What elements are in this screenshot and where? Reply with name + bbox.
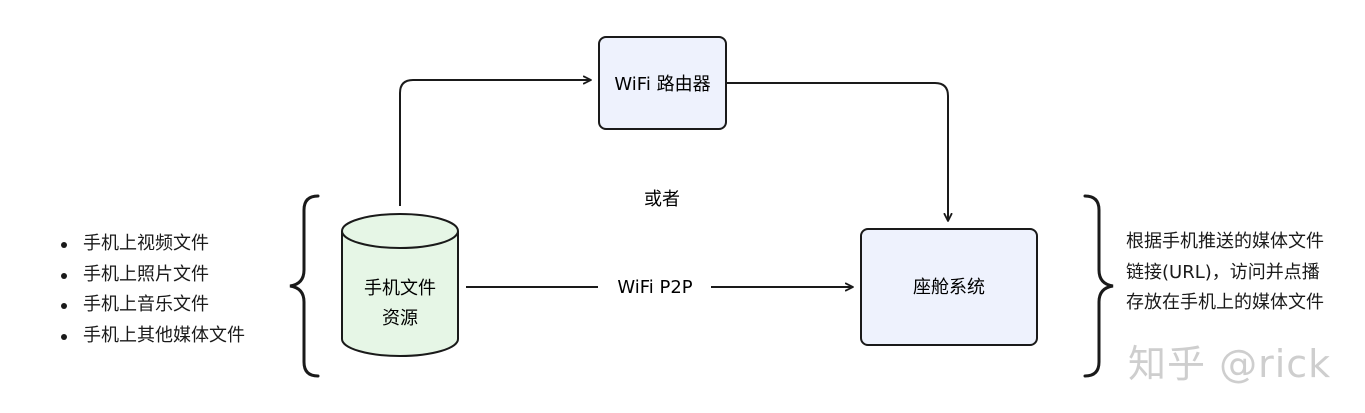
alternative-label: 或者	[644, 189, 680, 210]
source-cylinder-node	[341, 213, 459, 357]
list-item-label: 手机上照片文件	[83, 263, 209, 285]
source-label-line2: 资源	[382, 308, 418, 329]
list-item-label: 手机上视频文件	[83, 233, 209, 254]
list-item-label: 手机上其他媒体文件	[83, 324, 245, 346]
cockpit-label: 座舱系统	[913, 277, 985, 298]
list-item: 手机上视频文件	[58, 229, 245, 260]
p2p-label: WiFi P2P	[617, 277, 692, 298]
list-item: 手机上照片文件	[58, 260, 245, 291]
right-brace	[1083, 194, 1114, 378]
bullet-dot	[61, 303, 67, 309]
left-brace	[289, 194, 320, 378]
cockpit-node	[860, 228, 1038, 346]
list-item-label: 手机上音乐文件	[83, 294, 209, 315]
playback-description: 根据手机推送的媒体文件链接(URL)，访问并点播存放在手机上的媒体文件	[1126, 231, 1324, 313]
bullet-dot	[61, 242, 67, 248]
edge-router-to-cockpit	[726, 82, 953, 222]
cylinder-body	[341, 231, 459, 357]
watermark: 知乎 @rick	[1128, 342, 1332, 386]
bullet-dot	[61, 333, 67, 340]
media-file-list: 手机上视频文件 手机上照片文件 手机上音乐文件 手机上其他媒体文件	[58, 229, 245, 351]
edge-source-to-router	[399, 75, 592, 206]
router-label: WiFi 路由器	[614, 74, 710, 95]
list-item: 手机上其他媒体文件	[58, 321, 245, 352]
bullet-dot	[61, 272, 67, 279]
source-label-line1: 手机文件	[364, 278, 436, 299]
cylinder-top	[341, 213, 459, 249]
list-item: 手机上音乐文件	[58, 290, 245, 321]
